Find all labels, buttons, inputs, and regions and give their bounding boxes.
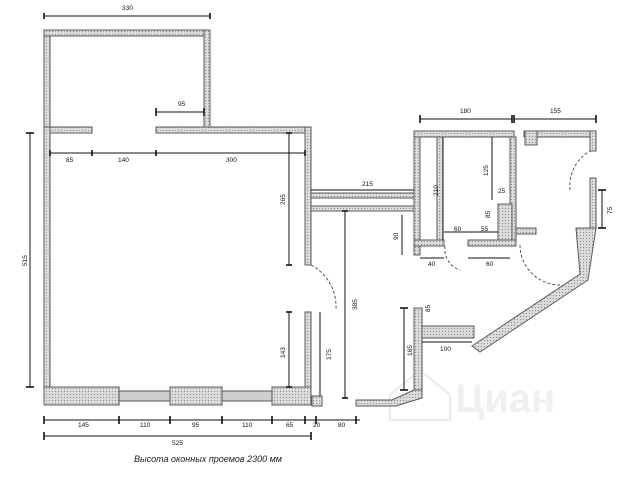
dim-60-a: 60: [454, 226, 462, 233]
dim-85: 85: [66, 157, 74, 164]
radiators: [118, 390, 273, 402]
dim-40: 40: [428, 261, 436, 268]
wall-bath-bottom-a: [413, 239, 445, 247]
dim-110-a: 110: [140, 422, 151, 429]
wall-main-left: [43, 126, 51, 406]
wall-partition-left: [43, 126, 93, 134]
dim-155: 155: [550, 108, 561, 115]
dim-95: 95: [178, 101, 186, 108]
walls: [43, 29, 597, 407]
door-main: [310, 264, 337, 310]
wall-bath-small: [497, 203, 513, 245]
dim-25: 25: [498, 188, 506, 195]
dim-100: 100: [440, 346, 451, 353]
dim-330: 330: [122, 5, 133, 12]
wall-main-bottom-2: [169, 386, 223, 406]
wall-main-bottom-1: [43, 386, 120, 406]
door-swings: [310, 150, 591, 310]
wall-corridor-upper: [310, 192, 419, 199]
dim-265: 265: [280, 194, 287, 205]
wall-diagonal: [471, 227, 597, 353]
dim-143: 143: [280, 347, 287, 358]
wall-corridor-lower: [310, 205, 419, 212]
wall-main-right-upper: [304, 126, 312, 266]
dim-85-c: 85: [425, 304, 432, 312]
dim-145: 145: [78, 422, 89, 429]
dim-385: 385: [352, 299, 359, 310]
watermark-text: Циан: [455, 377, 555, 421]
wall-lower-stub: [311, 395, 323, 407]
dim-175: 175: [326, 349, 333, 360]
dim-80: 80: [338, 422, 346, 429]
dimension-lines: [26, 13, 606, 440]
wall-upper-left: [43, 29, 51, 131]
dim-20: 20: [313, 422, 321, 429]
window-height-caption: Высота оконных проемов 2300 мм: [134, 454, 282, 464]
watermark: Циан: [389, 368, 555, 421]
wall-right-side-a: [589, 130, 597, 152]
dimension-labels: 330 95 85 140 300 515 265 215 385 143 17…: [22, 5, 614, 447]
dim-215: 215: [362, 181, 373, 188]
dim-60-b: 60: [486, 261, 494, 268]
dim-525: 525: [172, 440, 183, 447]
dim-210: 210: [433, 185, 440, 196]
wall-lower-right-corner: [355, 389, 423, 407]
dim-515: 515: [22, 255, 29, 266]
wall-lower-right-horz: [421, 325, 475, 339]
wall-upper-right: [203, 29, 211, 131]
dim-110-b: 110: [242, 422, 253, 429]
wall-bath-bottom-c: [515, 227, 537, 235]
wall-partition-right: [155, 126, 312, 134]
dim-65: 65: [286, 422, 294, 429]
wall-right-side-b: [589, 177, 597, 229]
wall-right-left: [413, 130, 421, 256]
wall-lower-right-vert: [413, 307, 423, 399]
dim-95-bottom: 95: [192, 422, 200, 429]
dim-90: 90: [393, 232, 400, 240]
wall-upper-top: [43, 29, 211, 37]
dim-85-k: 85: [485, 210, 492, 218]
radiator-1: [118, 390, 171, 402]
dim-180: 180: [460, 108, 471, 115]
radiator-2: [221, 390, 273, 402]
wall-bath-bottom-b: [467, 239, 517, 247]
door-bath: [444, 245, 461, 271]
door-arc-2: [519, 244, 561, 286]
dim-75: 75: [607, 206, 614, 214]
dim-55: 55: [481, 226, 489, 233]
wall-right-top-a: [413, 130, 515, 138]
door-right: [569, 150, 591, 191]
wall-main-bottom-3: [271, 386, 312, 406]
dim-125: 125: [483, 165, 490, 176]
wall-right-stub: [524, 130, 538, 146]
dim-300: 300: [226, 157, 237, 164]
dim-165: 165: [407, 345, 414, 356]
dim-140: 140: [118, 157, 129, 164]
